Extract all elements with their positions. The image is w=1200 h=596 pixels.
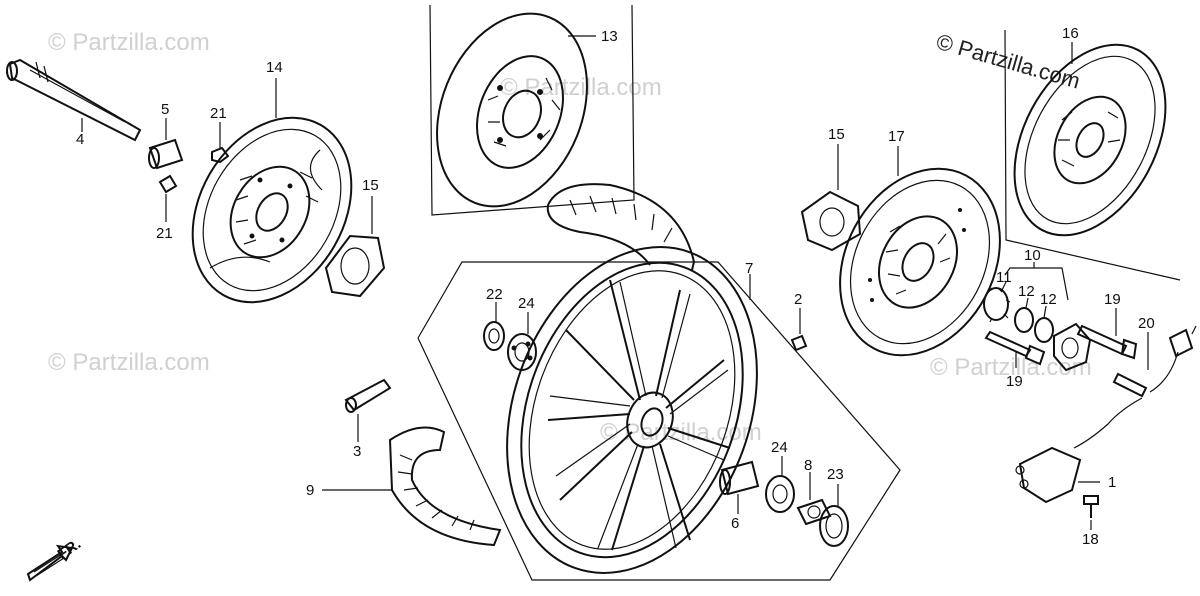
collar-part <box>148 138 184 170</box>
callout-label: 4 <box>76 131 84 148</box>
callout-label: 21 <box>156 225 173 242</box>
spacer-6 <box>719 460 760 496</box>
watermark-main: © Partzilla.com <box>934 29 1083 94</box>
callout-label: 7 <box>745 260 753 277</box>
watermark-faint: © Partzilla.com <box>48 349 210 376</box>
callout-label: 15 <box>828 126 845 143</box>
bearing-22 <box>483 321 505 351</box>
screw-18 <box>1083 495 1099 518</box>
inset-disc-frame <box>429 4 635 216</box>
leader-line <box>1043 305 1047 319</box>
callout-label: 15 <box>362 177 379 194</box>
leader-line <box>1025 297 1029 309</box>
axle-part <box>6 58 142 142</box>
wheel-frame <box>417 261 901 581</box>
callout-label: 14 <box>266 59 283 76</box>
bearing-24-upper <box>507 333 537 371</box>
callout-label: 12 <box>1018 283 1035 300</box>
callout-label: 23 <box>827 466 844 483</box>
brake-disc-left <box>191 116 353 304</box>
gearbox-bracket-lines <box>1004 262 1069 301</box>
callout-label: 10 <box>1024 247 1041 264</box>
callout-label: 9 <box>306 482 314 499</box>
direction-arrow <box>26 544 74 582</box>
speedometer-gearbox <box>1053 322 1092 372</box>
callout-label: 24 <box>771 439 788 456</box>
callout-label: 19 <box>1104 291 1121 308</box>
callout-label: 3 <box>353 443 361 460</box>
callout-labels: 1 2 3 4 5 6 7 8 9 10 11 12 12 13 14 15 1… <box>76 25 1155 548</box>
callout-label: 22 <box>486 286 503 303</box>
tire-lower <box>388 426 502 547</box>
callout-label: 17 <box>888 128 905 145</box>
speedometer-gear <box>983 287 1011 323</box>
callout-label: 16 <box>1062 25 1079 42</box>
inset-disc-right <box>1004 29 1181 281</box>
watermark-group: © Partzilla.com © Partzilla.com © Partzi… <box>48 29 1092 446</box>
callout-label: 24 <box>518 295 535 312</box>
leader-line <box>1001 281 1007 291</box>
callout-label: 13 <box>601 28 618 45</box>
oil-seal-23 <box>819 505 849 547</box>
callout-label: 19 <box>1006 373 1023 390</box>
callout-label: 20 <box>1138 315 1155 332</box>
callout-label: 5 <box>161 101 169 118</box>
gasket-plate-left <box>324 234 386 298</box>
callout-label: 8 <box>804 457 812 474</box>
bearing-24-lower <box>765 475 795 513</box>
bolt-19 <box>984 324 1138 366</box>
callout-label: 11 <box>996 269 1012 286</box>
watermark-faint: © Partzilla.com <box>48 29 210 56</box>
speedometer-cable <box>1112 325 1197 398</box>
brake-disc-right <box>839 167 1001 357</box>
valve-cap <box>790 334 808 352</box>
tire-upper <box>546 183 696 271</box>
callout-label: 1 <box>1108 474 1116 491</box>
callout-label: 6 <box>731 515 739 532</box>
valve-stem <box>344 378 392 413</box>
nut-part <box>158 146 230 194</box>
callout-label: 12 <box>1040 291 1057 308</box>
watermark-faint: © Partzilla.com <box>500 74 662 101</box>
washer-12 <box>1014 307 1054 343</box>
callout-label: 2 <box>794 291 802 308</box>
speed-sensor <box>1015 397 1143 504</box>
gasket-plate-right <box>800 190 862 252</box>
callout-label: 18 <box>1082 531 1099 548</box>
callout-label: 21 <box>210 105 227 122</box>
